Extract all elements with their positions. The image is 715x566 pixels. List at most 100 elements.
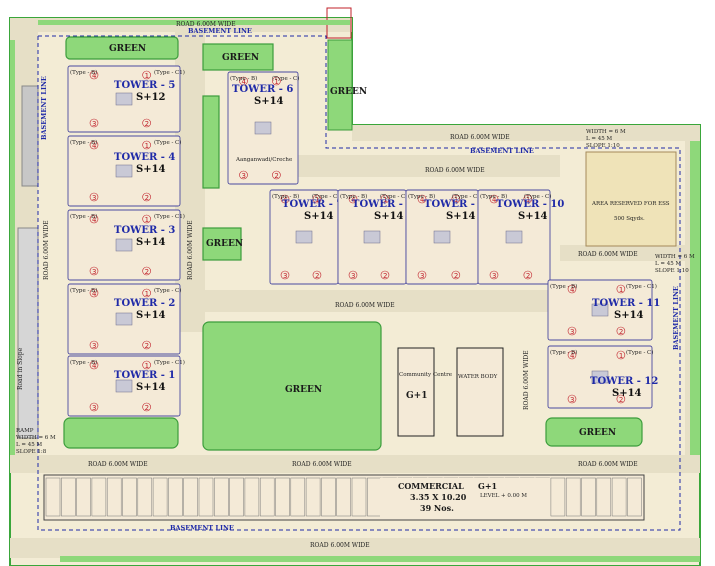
shop-unit — [290, 477, 306, 517]
unit-number: 2 — [145, 120, 149, 128]
unit-marker — [380, 194, 390, 204]
unit-number: 4 — [242, 78, 247, 86]
unit-number: 2 — [274, 172, 278, 180]
green-belt-mid — [327, 39, 353, 131]
unit-marker — [89, 340, 99, 350]
unit-marker — [142, 340, 151, 350]
shop-unit — [152, 477, 168, 517]
unit-marker — [142, 118, 151, 128]
unit-number: 4 — [283, 196, 288, 204]
tower-floors: S+14 — [614, 310, 644, 321]
unit-marker — [616, 394, 626, 404]
shop-unit — [214, 477, 229, 517]
road-label: ROAD 6.00M WIDE — [578, 251, 638, 258]
unit-number: 4 — [92, 362, 97, 370]
shop-unit — [198, 477, 214, 517]
shop-unit — [168, 477, 183, 517]
unit-number: 4 — [420, 196, 425, 204]
basement-label-vertical: BASEMENT LINE — [40, 76, 48, 140]
shop-unit — [581, 477, 596, 517]
unit-marker — [89, 266, 99, 276]
shop-unit — [45, 477, 61, 517]
tower-name: TOWER - 7 — [282, 199, 343, 210]
road-label: ROAD 6.00M WIDE — [88, 461, 148, 468]
shop-unit — [321, 477, 336, 517]
shop-unit — [611, 477, 627, 517]
unit-marker — [272, 170, 281, 180]
unit-type-label: (Type - B) — [408, 193, 435, 200]
shop-unit — [275, 477, 290, 517]
shop-unit — [137, 477, 153, 517]
tower-core — [115, 379, 133, 393]
ess-area — [585, 151, 677, 247]
unit-number: 3 — [283, 272, 287, 280]
unit-marker — [89, 192, 99, 202]
shop-unit — [351, 477, 367, 517]
unit-type-label: (Type - B) — [70, 139, 97, 146]
shop-unit — [183, 477, 198, 517]
green-top-left — [65, 36, 179, 60]
unit-marker — [142, 360, 151, 370]
tower-floors: S+14 — [136, 237, 166, 248]
unit-marker — [523, 270, 533, 280]
unit-marker — [142, 266, 151, 276]
road-label-vertical: ROAD 6.00M WIDE — [187, 220, 194, 280]
unit-number: 2 — [526, 272, 530, 280]
green-top-mid-label: GREEN — [222, 53, 259, 63]
green-corner-label: GREEN — [330, 87, 367, 97]
basement-label: BASEMENT LINE — [170, 524, 234, 532]
tower-name: TOWER - 1 — [114, 370, 175, 381]
commercial-size: 3.35 X 10.20 — [410, 492, 467, 502]
road-label: ROAD 6.00M WIDE — [425, 167, 485, 174]
basement-label-vertical: BASEMENT LINE — [672, 286, 680, 350]
tower-name: TOWER - 11 — [592, 298, 660, 309]
unit-number: 3 — [92, 120, 96, 128]
unit-number: 3 — [420, 272, 424, 280]
unit-type-label: (Type - C1) — [626, 283, 657, 290]
tower-floors: S+14 — [304, 211, 334, 222]
unit-number: 4 — [570, 352, 575, 360]
unit-number: 4 — [92, 142, 97, 150]
unit-type-label: (Type - C) — [380, 193, 407, 200]
hatched-strip — [17, 227, 39, 439]
unit-marker — [280, 270, 290, 280]
tower-core — [115, 92, 133, 106]
shop-unit — [61, 477, 76, 517]
tower-floors: S+14 — [374, 211, 404, 222]
ramp-note: RAMP — [16, 428, 34, 434]
tower-floors: S+14 — [136, 310, 166, 321]
green-strip — [202, 95, 220, 189]
tower-floors: S+14 — [136, 382, 166, 393]
unit-marker — [280, 194, 290, 204]
unit-number: 4 — [351, 196, 356, 204]
green-belt-right — [690, 141, 700, 455]
unit-number: 3 — [92, 194, 96, 202]
unit-type-label: (Type - B) — [70, 359, 97, 366]
basement-label: BASEMENT LINE — [188, 27, 252, 35]
unit-marker — [142, 70, 151, 80]
ramp-note: L = 45 M — [16, 442, 43, 448]
green-top-mid — [202, 43, 274, 71]
road-strip — [200, 290, 550, 312]
unit-number: 3 — [242, 172, 246, 180]
unit-marker — [451, 194, 461, 204]
unit-type-label: (Type - B) — [70, 287, 97, 294]
shop-unit — [565, 477, 581, 517]
unit-number: 4 — [92, 216, 97, 224]
community-centre — [397, 347, 435, 437]
unit-marker — [239, 170, 248, 180]
unit-marker — [142, 288, 151, 298]
road-strip — [352, 125, 700, 141]
unit-number: 3 — [92, 268, 96, 276]
ramp-note: WIDTH = 6 M — [586, 129, 626, 135]
basement-line — [37, 35, 681, 531]
ramp-note: SLOPE 1:10 — [655, 268, 689, 274]
